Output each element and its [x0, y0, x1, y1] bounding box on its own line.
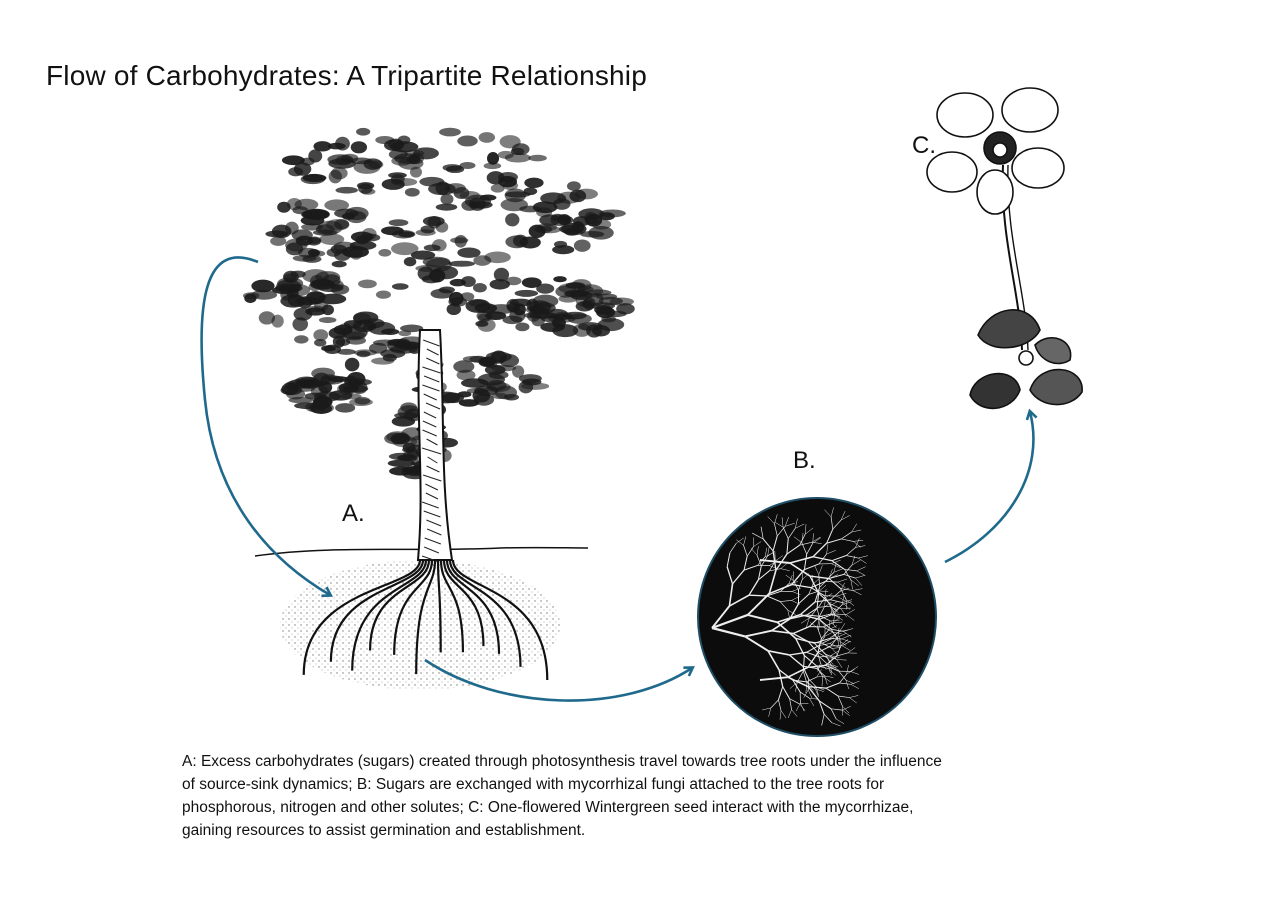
wintergreen-flower-illustration — [926, 87, 1083, 410]
diagram-title: Flow of Carbohydrates: A Tripartite Rela… — [46, 60, 648, 91]
label-a: A. — [342, 500, 365, 527]
arrow-fungi-to-wintergreen — [944, 412, 1033, 564]
label-c: C. — [912, 132, 936, 159]
flow-arrows — [200, 256, 1034, 702]
arrow-roots-to-fungi — [424, 658, 692, 702]
caption-line: A: Excess carbohydrates (sugars) created… — [182, 753, 942, 770]
mycorrhizal-fungi-image — [697, 497, 937, 737]
caption-line: gaining resources to assist germination … — [182, 822, 586, 839]
label-b: B. — [793, 447, 816, 474]
tree-illustration — [242, 127, 635, 690]
figure-caption: A: Excess carbohydrates (sugars) created… — [182, 750, 1162, 842]
caption-line: phosphorous, nitrogen and other solutes;… — [182, 799, 914, 816]
caption-line: of source-sink dynamics; B: Sugars are e… — [182, 776, 885, 793]
arrow-photosynthesis-to-roots — [200, 256, 330, 595]
